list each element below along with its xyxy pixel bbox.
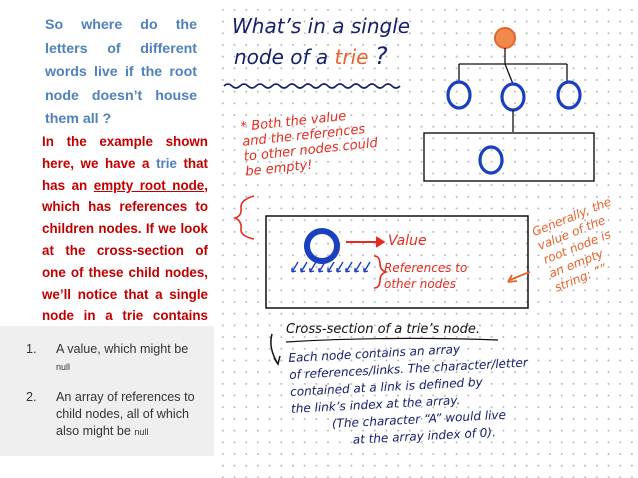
list-text: A value, which might be bbox=[56, 342, 189, 356]
zoomed-node bbox=[478, 145, 504, 175]
references-label: References to other nodes bbox=[384, 260, 467, 292]
example-paragraph: In the example shown here, we have a tri… bbox=[42, 131, 208, 321]
references-line: References to bbox=[384, 261, 468, 275]
example-text-3: , which has references to children nodes… bbox=[42, 177, 208, 321]
list-number: 1. bbox=[26, 342, 37, 356]
trie-term: trie bbox=[156, 155, 177, 171]
title-node-text: node of a bbox=[234, 45, 329, 69]
example-text-2: that has an bbox=[42, 155, 208, 193]
sketch-panel: What’s in a single node of a trie ? * Bo… bbox=[214, 0, 638, 478]
orange-arrow bbox=[509, 271, 531, 281]
list-box bbox=[0, 326, 214, 456]
list-item: 2. An array of references to child nodes… bbox=[26, 389, 204, 442]
red-brace bbox=[373, 255, 389, 289]
text-panel: So where do the letters of different wor… bbox=[0, 0, 214, 478]
array-note: Each node contains an array of reference… bbox=[288, 338, 532, 452]
list-number: 2. bbox=[26, 390, 37, 404]
child-node bbox=[556, 80, 582, 110]
sketch-title-line2: node of a trie ? bbox=[234, 42, 388, 70]
list-item: 1. A value, which might be null bbox=[26, 341, 204, 376]
null-keyword: null bbox=[56, 362, 71, 373]
zoom-box bbox=[423, 132, 595, 182]
child-node bbox=[500, 82, 526, 112]
title-underline bbox=[223, 83, 401, 89]
list-text: An array of references to child nodes, a… bbox=[56, 390, 195, 439]
cross-section-caption: Cross-section of a trie’s node. bbox=[286, 322, 480, 337]
reference-arrows bbox=[291, 261, 371, 273]
root-node bbox=[494, 27, 516, 49]
cross-section-box bbox=[265, 215, 529, 309]
red-bracket bbox=[232, 195, 255, 240]
null-keyword: null bbox=[134, 427, 149, 438]
sketch-title-line1: What’s in a single bbox=[232, 14, 411, 38]
references-line: other nodes bbox=[384, 277, 456, 291]
question-heading: So where do the letters of different wor… bbox=[45, 17, 197, 128]
cross-section-underline bbox=[285, 337, 499, 343]
value-label: Value bbox=[388, 233, 427, 249]
empty-root-term: empty root node bbox=[93, 177, 205, 193]
example-text-1: In the example shown here, we have a bbox=[42, 134, 208, 171]
child-node bbox=[446, 80, 472, 110]
sketch-drawing bbox=[223, 27, 595, 366]
value-circle bbox=[304, 228, 340, 264]
title-question-mark: ? bbox=[374, 42, 388, 70]
title-trie-text: trie bbox=[334, 45, 369, 69]
